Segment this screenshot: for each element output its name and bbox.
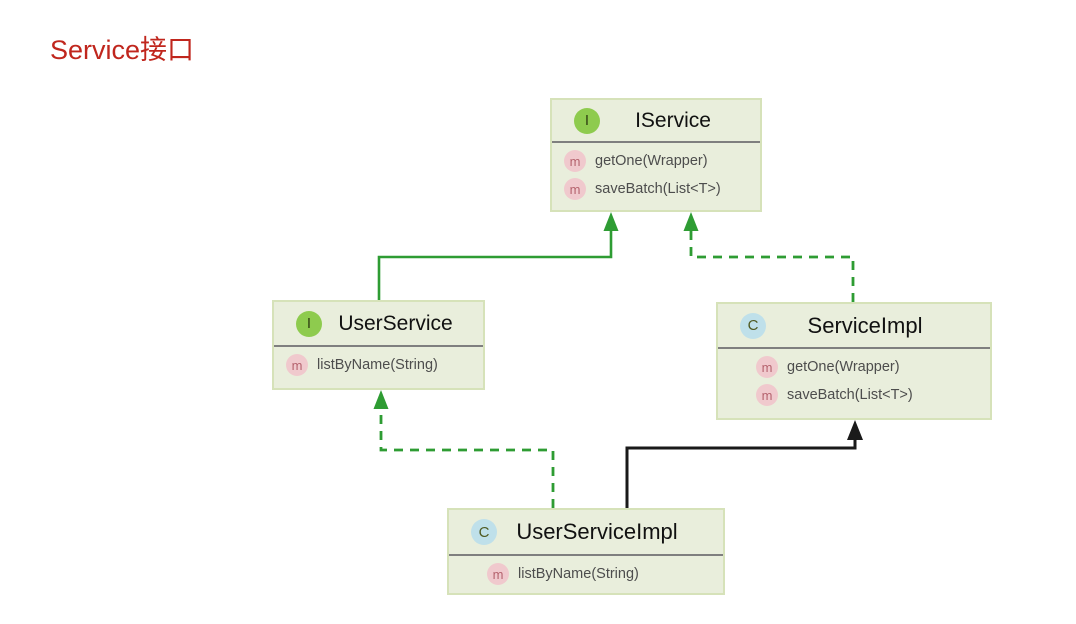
member-list: m getOne(Wrapper) m saveBatch(List<T>) <box>552 143 760 207</box>
interface-icon: I <box>296 310 322 337</box>
method-row[interactable]: m getOne(Wrapper) <box>718 353 990 381</box>
class-box-userserviceimpl[interactable]: C UserServiceImpl m listByName(String) <box>447 508 725 595</box>
method-row[interactable]: m saveBatch(List<T>) <box>552 175 760 203</box>
member-list: m listByName(String) <box>449 556 723 592</box>
method-icon: m <box>756 384 778 406</box>
method-label: saveBatch(List<T>) <box>595 181 721 197</box>
method-icon: m <box>756 356 778 378</box>
class-name: UserService <box>338 311 453 335</box>
method-label: getOne(Wrapper) <box>787 359 900 375</box>
relation-userservice-extends-iservice <box>377 212 619 300</box>
relation-userserviceimpl-extends-serviceimpl <box>625 420 863 508</box>
member-list: m listByName(String) <box>274 347 483 383</box>
method-icon: m <box>564 178 586 200</box>
class-header: C ServiceImpl <box>718 304 990 349</box>
method-label: listByName(String) <box>518 566 639 582</box>
method-icon: m <box>286 354 308 376</box>
method-label: listByName(String) <box>317 357 438 373</box>
page-title: Service接口 <box>50 35 195 65</box>
class-name: IService <box>635 108 711 132</box>
class-box-userservice[interactable]: I UserService m listByName(String) <box>272 300 485 390</box>
method-icon: m <box>564 150 586 172</box>
class-name: UserServiceImpl <box>516 519 678 544</box>
class-header: I UserService <box>274 302 483 347</box>
class-box-serviceimpl[interactable]: C ServiceImpl m getOne(Wrapper) m saveBa… <box>716 302 992 420</box>
interface-icon: I <box>574 107 600 134</box>
method-row[interactable]: m listByName(String) <box>449 560 723 588</box>
class-header: I IService <box>552 100 760 143</box>
method-icon: m <box>487 563 509 585</box>
class-icon: C <box>740 312 766 339</box>
relation-serviceimpl-implements-iservice <box>683 212 855 302</box>
method-label: saveBatch(List<T>) <box>787 387 913 403</box>
member-list: m getOne(Wrapper) m saveBatch(List<T>) <box>718 349 990 413</box>
class-box-iservice[interactable]: I IService m getOne(Wrapper) m saveBatch… <box>550 98 762 212</box>
method-row[interactable]: m saveBatch(List<T>) <box>718 381 990 409</box>
relation-userserviceimpl-implements-userservice <box>373 390 555 508</box>
method-row[interactable]: m listByName(String) <box>274 351 483 379</box>
method-row[interactable]: m getOne(Wrapper) <box>552 147 760 175</box>
class-icon: C <box>471 519 497 545</box>
method-label: getOne(Wrapper) <box>595 153 708 169</box>
class-header: C UserServiceImpl <box>449 510 723 556</box>
class-name: ServiceImpl <box>807 312 923 338</box>
